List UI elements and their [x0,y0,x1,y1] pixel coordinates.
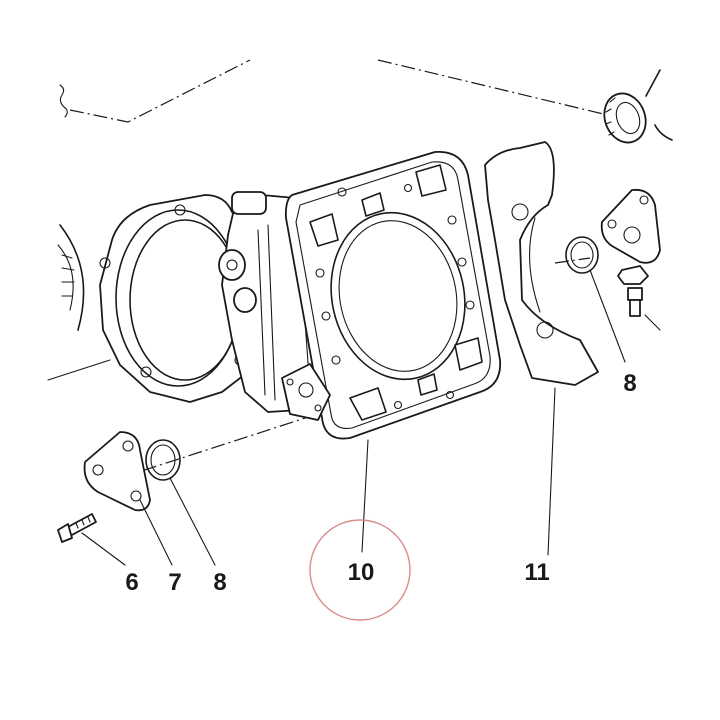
callout-7: 7 [168,569,181,596]
right-bolt [627,287,643,317]
callout-8-lower: 8 [213,569,226,596]
cylinder-port-flange [281,363,331,421]
callout-8-right: 8 [623,370,636,397]
callout-11: 11 [524,559,549,586]
callout-6: 6 [125,569,138,596]
callout-10: 10 [348,559,375,586]
cover-plate-part-7 [83,431,151,512]
right-nut [617,265,649,285]
flywheel-fragment [47,84,111,381]
right-cover-plate [600,188,661,264]
bearing [603,69,673,144]
leader-lines [81,269,661,566]
bolt-part-6 [57,513,97,543]
base-gasket-part-11 [484,141,599,386]
o-ring-lower-part-8 [145,439,181,481]
o-ring-right-part-8 [565,236,599,274]
callout-10-highlight-circle [309,519,411,621]
crankcase-flange [99,194,266,403]
head-gasket-part-10 [284,151,502,440]
